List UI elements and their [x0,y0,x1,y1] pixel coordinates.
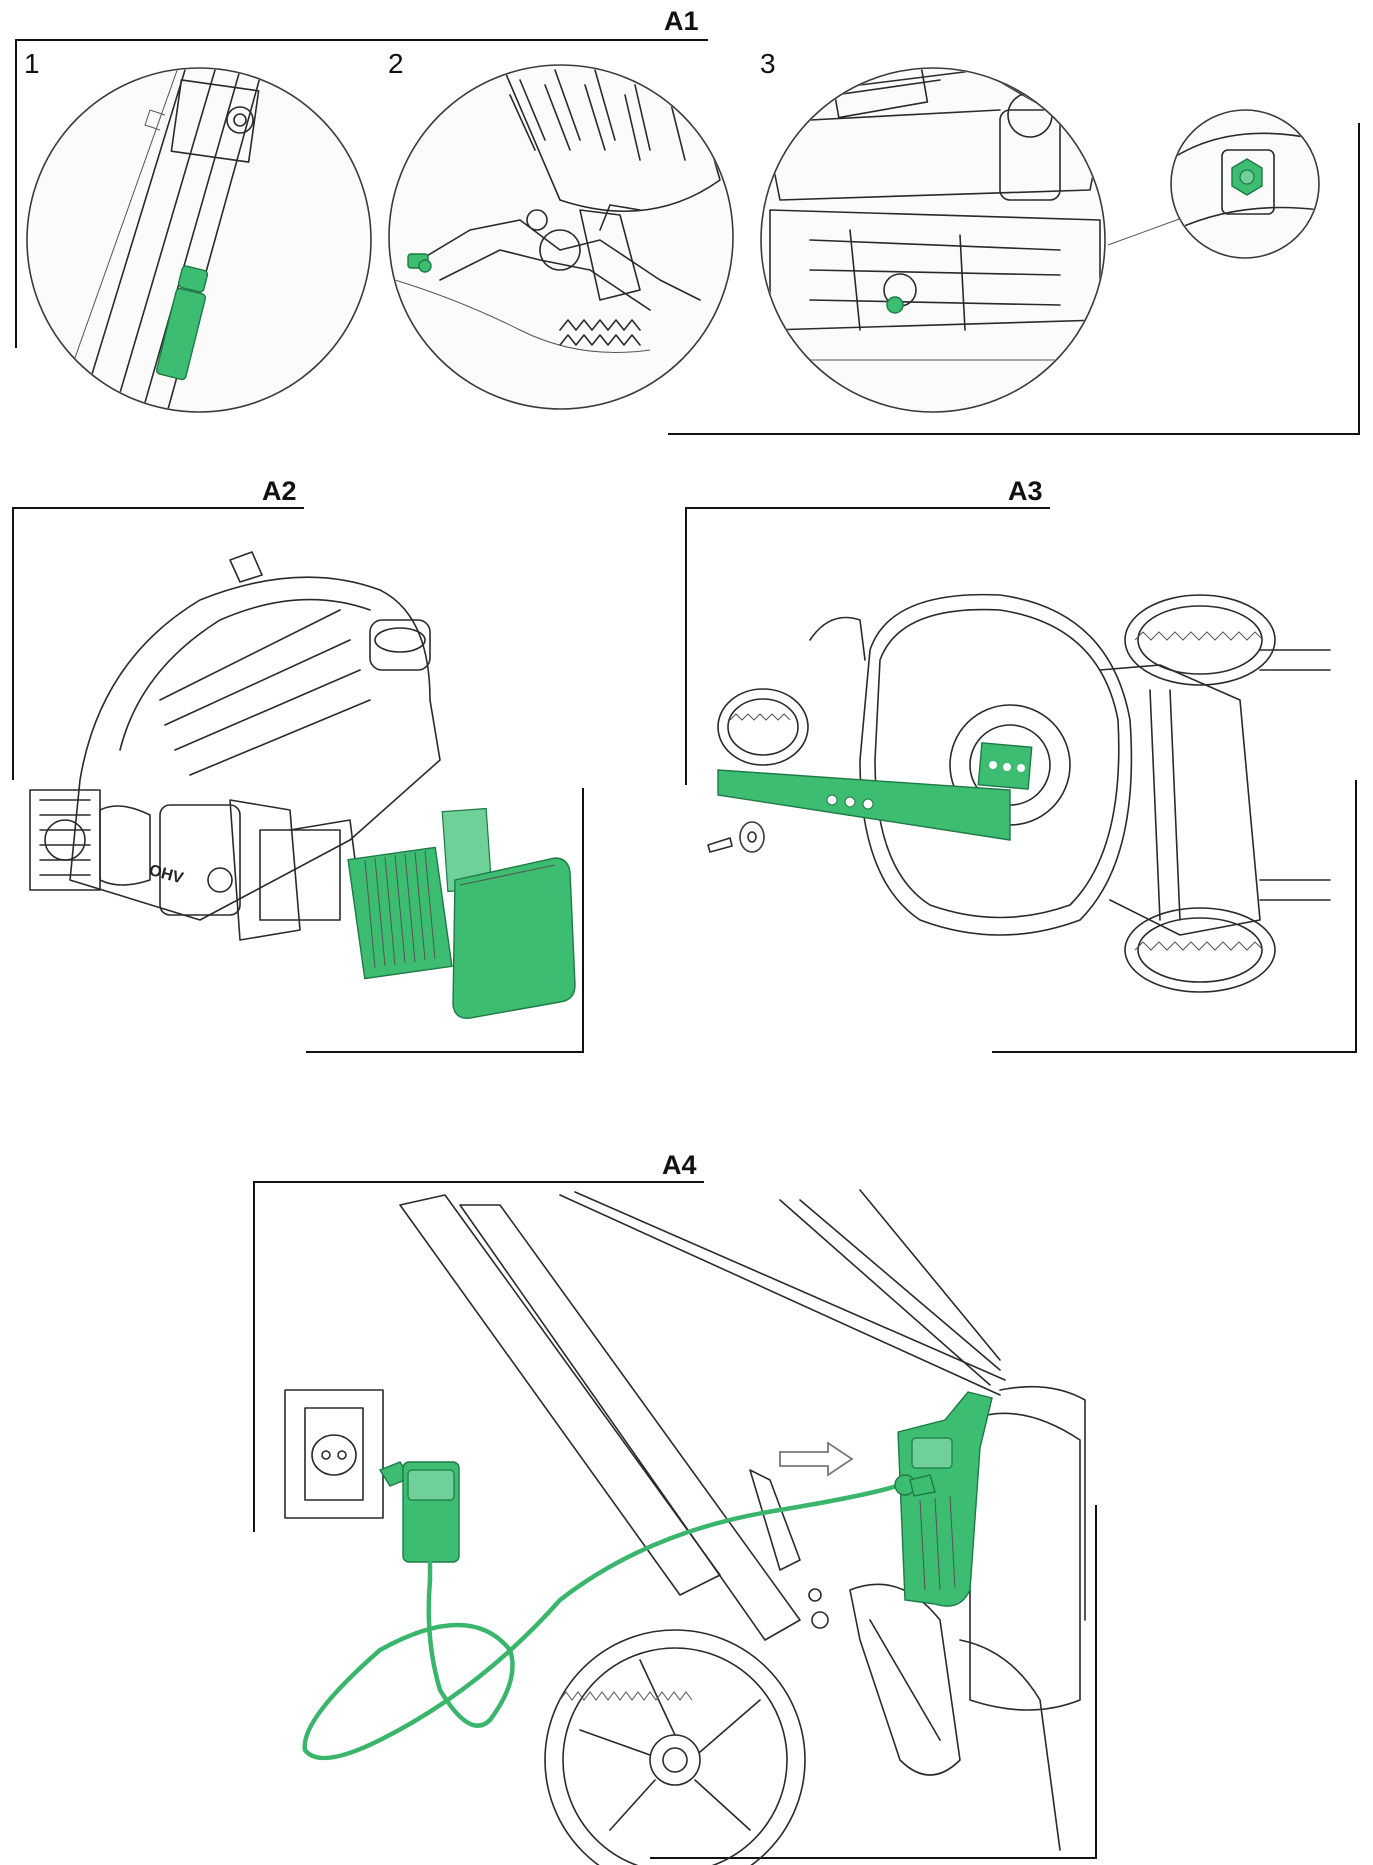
arrow-right-icon [779,1441,854,1477]
section-a4 [253,1181,1097,1865]
a3-frame-bottom [992,780,1357,1053]
battery-charger-icon [378,1461,460,1583]
section-title-a3: A3 [1008,476,1043,506]
section-title-a4: A4 [662,1150,697,1180]
air-filter-icon [347,807,576,1019]
a1-frame-bottom [668,123,1360,435]
section-a3 [685,507,1357,1053]
a1-step3-detail [760,67,1320,413]
step-number-1: 1 [24,48,40,79]
a4-frame-bottom [650,1505,1097,1859]
a1-step1-detail [26,67,372,413]
a2-frame-bottom [306,788,584,1053]
step-number-3: 3 [760,48,776,79]
engine-bolt-icon [1231,158,1263,196]
engine-illustration: OHV [29,551,441,941]
mower-handle-illustration [399,1189,1086,1865]
section-a1 [15,39,1360,435]
battery-pack-icon [894,1391,993,1607]
a2-frame-top [12,507,304,780]
charging-cable-icon [302,1482,903,1761]
section-title-a1: A1 [664,6,699,36]
step-number-2: 2 [388,48,404,79]
mower-blade-icon [717,742,1033,841]
engine-badge: OHV [147,862,185,887]
cable-spring-icon [559,319,641,346]
a4-frame-top [253,1181,704,1532]
wall-socket-icon [284,1389,384,1519]
throttle-cable-clip-icon [407,253,432,273]
a1-frame-top [15,39,708,348]
a3-frame-top [685,507,1050,785]
section-a2: OHV [12,507,584,1053]
blade-washer-icon [707,821,765,853]
throttle-cable-clip-icon [155,265,209,381]
section-title-a2: A2 [262,476,297,506]
engine-bolt-icon [886,296,904,314]
a1-step2-detail [388,64,734,410]
